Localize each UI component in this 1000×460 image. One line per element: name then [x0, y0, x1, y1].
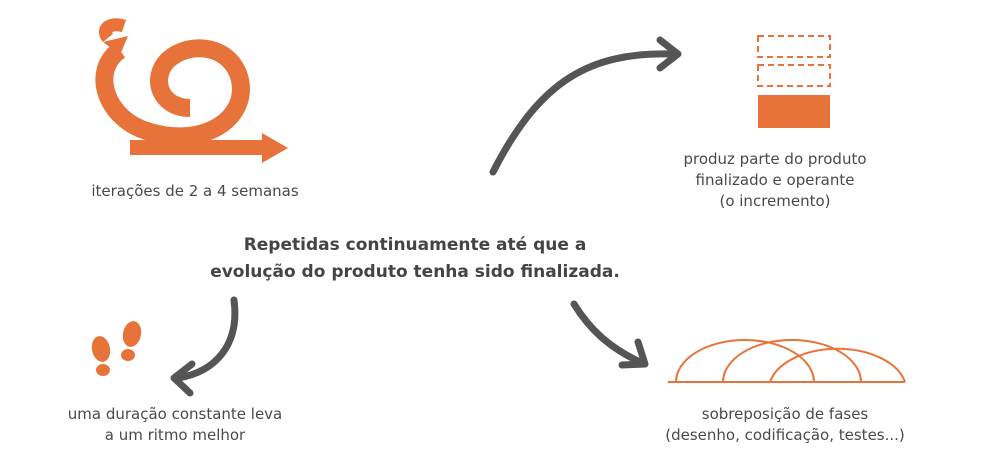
- arrow-to-overlap: [570, 300, 649, 369]
- increment-line-3: (o incremento): [719, 192, 831, 210]
- stacked-blocks-icon: [757, 35, 831, 128]
- overlapping-arcs-icon: [668, 339, 906, 383]
- overlap-label: sobreposição de fases (desenho, codifica…: [640, 404, 930, 446]
- arrow-to-rhythm: [170, 296, 239, 397]
- iterations-text: iterações de 2 a 4 semanas: [91, 182, 299, 200]
- rhythm-label: uma duração constante leva a um ritmo me…: [35, 404, 315, 446]
- overlap-line-2: (desenho, codificação, testes...): [665, 426, 905, 444]
- increment-label: produz parte do produto finalizado e ope…: [660, 149, 890, 212]
- overlap-line-1: sobreposição de fases: [701, 405, 869, 423]
- iterations-label: iterações de 2 a 4 semanas: [60, 181, 330, 202]
- increment-line-1: produz parte do produto: [683, 150, 867, 168]
- center-line-2: evolução do produto tenha sido finalizad…: [210, 262, 620, 282]
- rhythm-line-1: uma duração constante leva: [67, 405, 283, 423]
- center-line-1: Repetidas continuamente até que a: [243, 235, 587, 255]
- increment-line-2: finalizado e operante: [695, 171, 855, 189]
- footprints-icon: [91, 321, 142, 376]
- rhythm-line-2: a um ritmo melhor: [104, 426, 246, 444]
- arrow-to-increment: [489, 36, 682, 176]
- center-statement: Repetidas continuamente até que a evoluç…: [175, 232, 655, 286]
- scrum-cycle-icon: [95, 18, 288, 163]
